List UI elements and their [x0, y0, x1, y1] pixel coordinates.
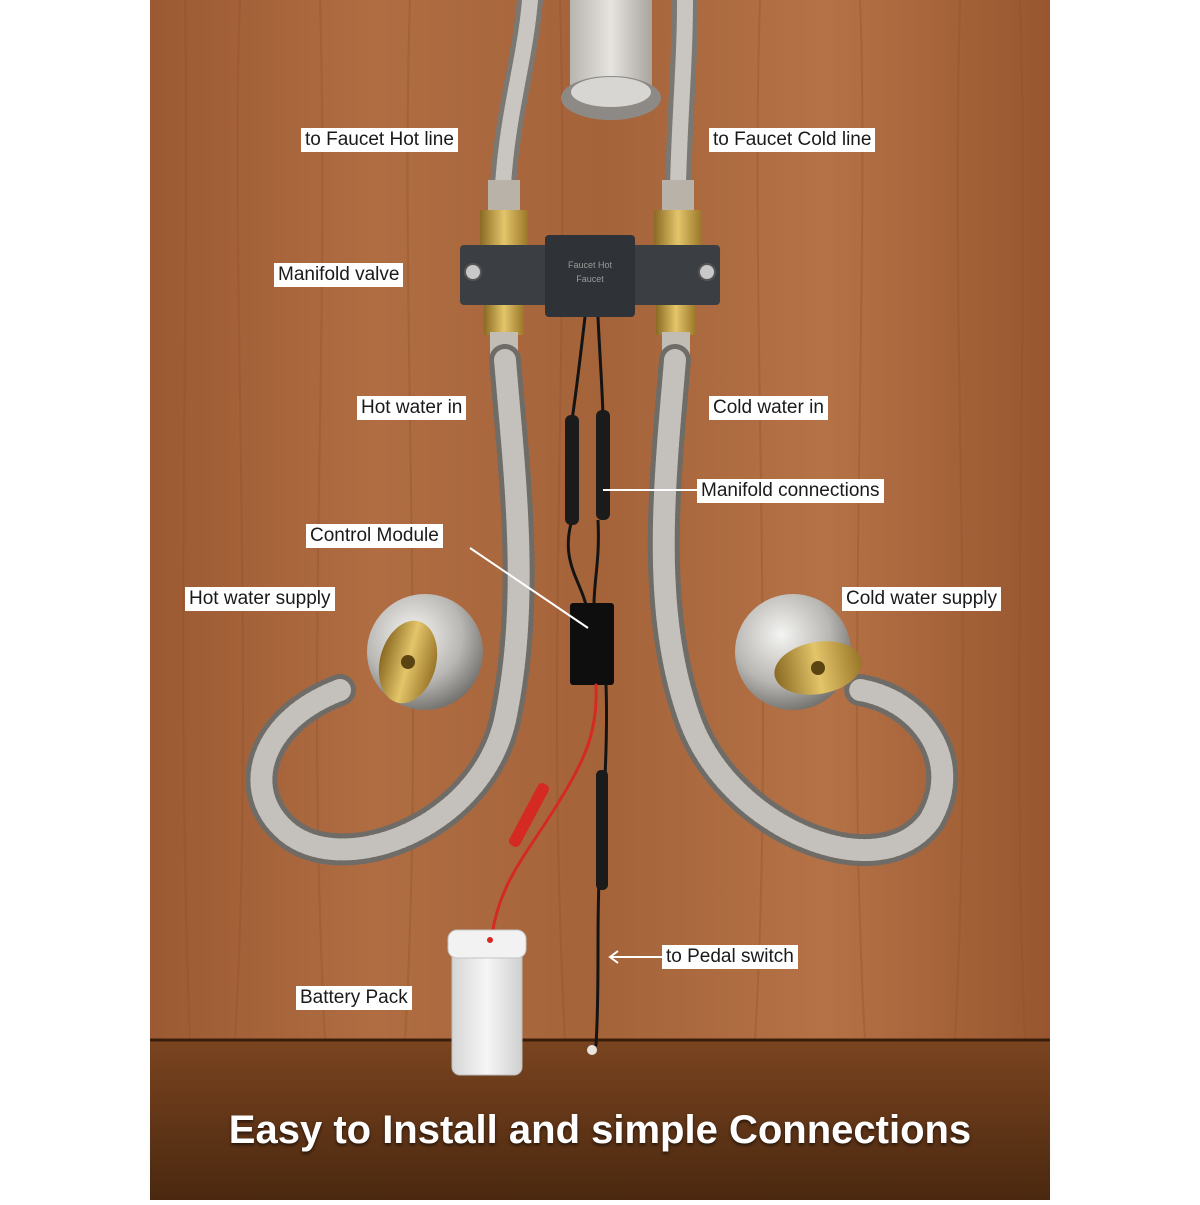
faucet-supply-hoses [490, 0, 698, 198]
pedal-wire-connector [596, 770, 608, 890]
callout-pointers [469, 489, 698, 964]
cabinet-floor [150, 1040, 1050, 1200]
manifold-label-line1: Faucet Hot [568, 260, 613, 270]
upper-brass-fittings [480, 180, 702, 246]
red-wire-connector [509, 783, 549, 847]
label-manifold-connections: Manifold connections [697, 479, 884, 503]
label-cold-water-in: Cold water in [709, 396, 828, 420]
hot-shutoff-valve [367, 594, 483, 710]
label-cold-water-supply: Cold water supply [842, 587, 1002, 611]
control-module-box [570, 603, 614, 685]
label-manifold-valve: Manifold valve [274, 263, 404, 287]
label-control-module: Control Module [306, 524, 443, 548]
label-hot-water-in: Hot water in [357, 396, 467, 420]
label-faucet-cold-line: to Faucet Cold line [709, 128, 876, 152]
pedal-plug-end [587, 1045, 597, 1055]
battery-pack-box [447, 929, 527, 1076]
label-faucet-hot-line: to Faucet Hot line [301, 128, 458, 152]
label-battery-pack: Battery Pack [296, 986, 412, 1010]
manifold-wire-connectors [565, 410, 610, 525]
faucet-body [561, 0, 661, 120]
caption-headline: Easy to Install and simple Connections [228, 1108, 972, 1152]
cold-water-hose [647, 344, 959, 867]
label-hot-water-supply: Hot water supply [185, 587, 335, 611]
manifold-label-line2: Faucet [576, 274, 604, 284]
manifold-valve-body: Faucet Hot Faucet [460, 235, 720, 317]
hot-water-hose [245, 344, 535, 866]
label-pedal-switch: to Pedal switch [662, 945, 798, 969]
cold-shutoff-valve [735, 594, 862, 710]
